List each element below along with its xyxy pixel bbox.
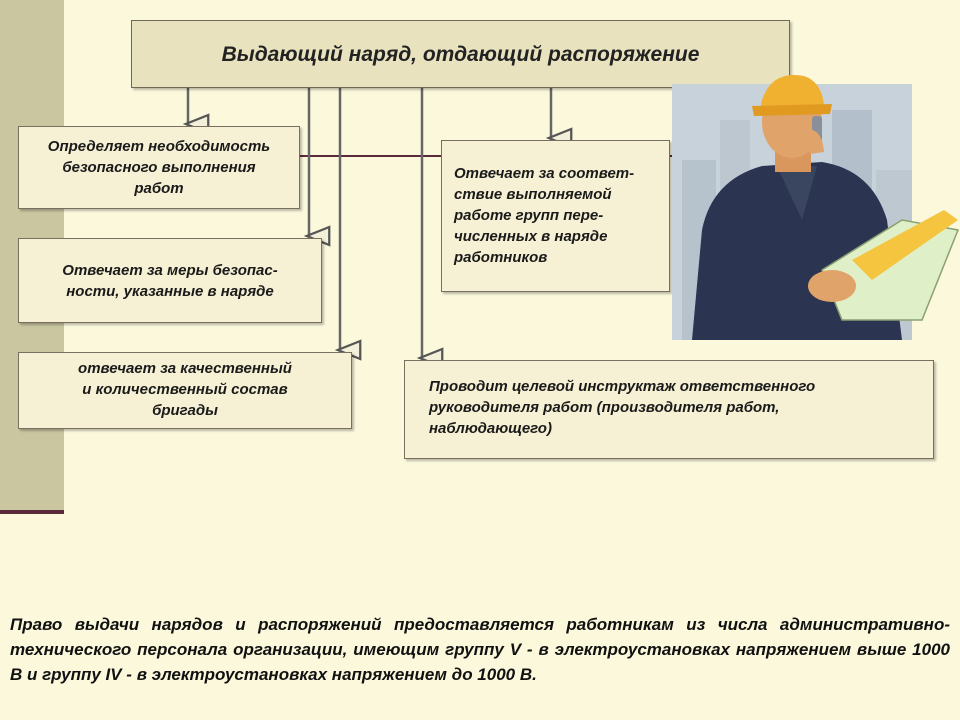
- worker-with-helmet-phone-blueprint-icon: [672, 75, 960, 340]
- footnote: Право выдачи нарядов и распоряжений пред…: [10, 615, 950, 684]
- box-safety-measures: Отвечает за меры безопас- ности, указанн…: [18, 238, 322, 323]
- box-line: руководителя работ (производителя работ,: [429, 399, 780, 416]
- box-line: ствие выполняемой: [454, 186, 612, 203]
- box-line: работ: [134, 180, 184, 197]
- box-team-composition: отвечает за качественный и количественны…: [18, 352, 352, 429]
- box-line: безопасного выполнения: [62, 159, 256, 176]
- box-line: наблюдающего): [429, 420, 552, 437]
- box-line: и количественный состав: [82, 381, 288, 398]
- box-briefing: Проводит целевой инструктаж ответственно…: [404, 360, 934, 459]
- box-line: работников: [454, 249, 548, 266]
- box-determines-need: Определяет необходимость безопасного вып…: [18, 126, 300, 209]
- box-line: Проводит целевой инструктаж ответственно…: [429, 378, 816, 395]
- box-line: численных в наряде: [454, 228, 608, 245]
- box-line: работе групп пере-: [454, 207, 604, 224]
- box-line: бригады: [152, 402, 218, 419]
- box-group-compliance: Отвечает за соответ- ствие выполняемой р…: [441, 140, 670, 292]
- sidebar-edge: [0, 510, 64, 514]
- box-line: Отвечает за меры безопас-: [62, 262, 278, 279]
- box-line: Отвечает за соответ-: [454, 165, 635, 182]
- box-line: Определяет необходимость: [47, 138, 271, 155]
- diagram-title: Выдающий наряд, отдающий распоряжение: [131, 20, 790, 88]
- box-line: отвечает за качественный: [78, 360, 292, 377]
- box-line: ности, указанные в наряде: [66, 283, 274, 300]
